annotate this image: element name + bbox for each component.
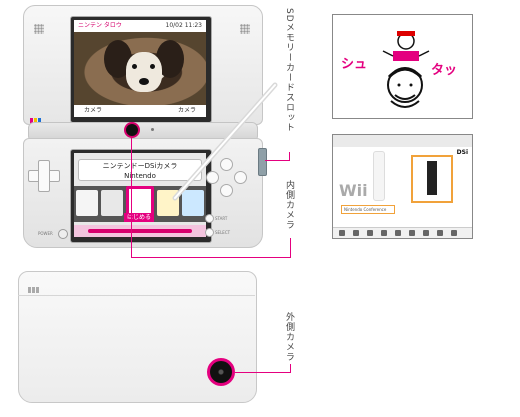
dog-nose [139,78,149,85]
scroll-nav-thumb[interactable] [88,229,192,233]
dsi-product-frame [411,155,453,203]
settings-icon[interactable] [423,230,429,236]
b-button[interactable] [220,184,233,197]
browser-header [333,135,472,147]
app-tile[interactable] [76,190,98,216]
led [36,287,39,293]
top-status-bar: ニンテン タロウ 10/02 11:23 [74,20,206,32]
app-tile[interactable] [182,190,204,216]
sd-leader-v [289,152,290,161]
brand-logo: DSi [456,149,468,156]
bottom-screen-frame: ニンテンドーDSiカメラ Nintendo はじめる [70,149,212,243]
top-screen: ニンテン タロウ 10/02 11:23 カメラ カメラ [74,20,206,117]
led-pink [30,118,33,124]
select-label: SELECT [215,230,231,235]
bottom-screen[interactable]: ニンテンドーDSiカメラ Nintendo はじめる [74,153,206,237]
a-button[interactable] [234,171,247,184]
app-title: ニンテンドーDSiカメラ [102,162,178,170]
outer-cam-leader-v [290,364,291,373]
speaker-grill-right [240,24,250,34]
inner-cam-leader-v2 [290,238,291,258]
outer-camera-lens [207,358,235,386]
app-tile[interactable] [101,190,123,216]
left-softkey: カメラ [84,107,103,114]
browser-toolbar [333,227,472,238]
zoom-icon[interactable] [409,230,415,236]
inner-cam-leader-h [131,257,291,258]
dpad-vertical[interactable] [38,160,50,192]
top-screen-frame: ニンテン タロウ 10/02 11:23 カメラ カメラ [70,16,212,123]
dsi-top-half: ニンテン タロウ 10/02 11:23 カメラ カメラ [23,5,263,125]
wii-console-image [373,151,385,201]
start-button[interactable] [205,214,214,223]
favorites-icon[interactable] [395,230,401,236]
wii-logo: Wii [339,181,368,200]
y-button[interactable] [206,171,219,184]
dog-eye-left [132,64,137,69]
doodle-text-left: シュ [341,57,368,72]
led [32,287,35,293]
power-label: POWER [38,231,53,236]
home-icon[interactable] [381,230,387,236]
closed-hinge-edge [18,271,255,296]
dsi-bottom-half: ニンテンドーDSiカメラ Nintendo はじめる [23,138,263,248]
back-icon[interactable] [339,230,345,236]
top-softkey-bar: カメラ カメラ [74,105,206,117]
stylus [172,82,278,201]
sd-card-slot [258,148,267,176]
app-title-panel: ニンテンドーDSiカメラ Nintendo [78,159,202,181]
sd-leader-h [265,160,289,161]
app-subtitle: Nintendo [124,172,156,180]
selected-app-label[interactable]: はじめる [124,213,154,222]
doodle-thumbnail: シュ タッ [332,14,473,119]
right-softkey: カメラ [177,107,196,114]
x-button[interactable] [220,158,233,171]
doodle-drawing [382,31,430,108]
led [28,287,31,293]
led-blue [38,118,41,124]
inner-camera-lens [124,122,140,138]
doodle-text-right: タッ [431,63,458,78]
browser-thumbnail: DSi Wii Nintendo Conference [332,134,473,239]
sd-slot-label: SDメモリーカードスロット [284,8,294,133]
reload-icon[interactable] [367,230,373,236]
dog-eye-right [150,64,155,69]
inner-camera-label: 内側カメラ [284,180,294,230]
camera-indicator-light [151,128,154,131]
dog-face [126,52,162,92]
conference-banner[interactable]: Nintendo Conference [341,205,395,214]
inner-cam-leader-v [131,138,132,257]
status-leds [30,118,42,126]
select-button[interactable] [205,228,214,237]
forward-icon[interactable] [353,230,359,236]
start-label: START [215,216,228,221]
speaker-grill-left [34,24,44,34]
dog-photo [74,32,206,105]
scroll-icon[interactable] [451,230,457,236]
menu-icon[interactable] [437,230,443,236]
closed-indicator-leds [28,278,42,293]
user-name: ニンテン タロウ [78,22,122,29]
power-button[interactable] [58,229,68,239]
scroll-nav-bar[interactable] [74,225,206,237]
outer-camera-label: 外側カメラ [284,312,294,362]
datetime: 10/02 11:23 [165,22,203,29]
dsi-product-image [427,161,437,195]
led-yellow [34,118,37,124]
outer-cam-leader-h [235,372,291,373]
